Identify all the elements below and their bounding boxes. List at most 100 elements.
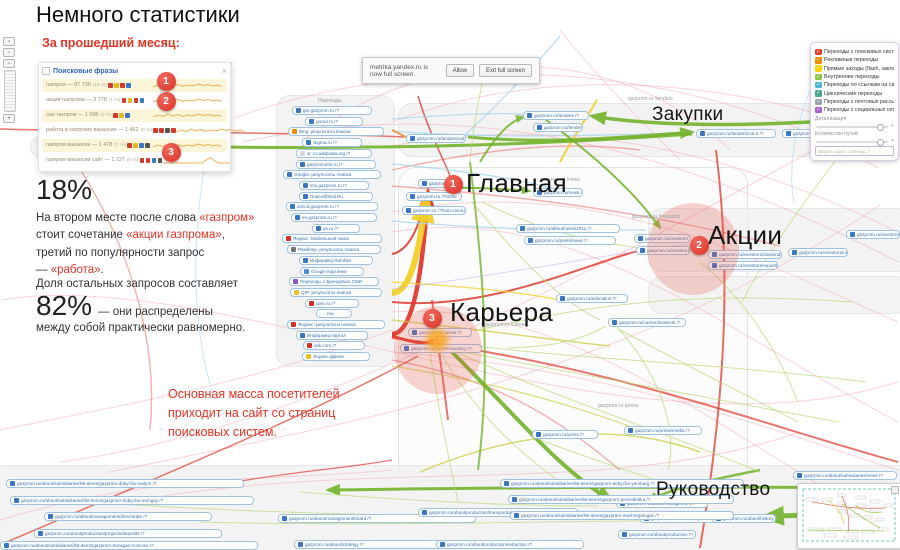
zoom-in-button[interactable]: + xyxy=(3,114,15,123)
graph-node[interactable]: ask.com /? xyxy=(303,341,365,350)
graph-node[interactable]: QIP: результаты поиска xyxy=(290,288,382,297)
phrase-row[interactable]: работа в газпроме вакансии — 1 462(0 %) xyxy=(42,124,245,138)
pan-tool-icon[interactable]: ▫ xyxy=(3,37,15,46)
phrases-checkbox[interactable] xyxy=(42,67,50,75)
legend-item[interactable]: ✓Переходы с социальных сетей xyxy=(815,106,894,114)
graph-node[interactable]: gazprom.ru/about/subsidiaries/list-items… xyxy=(6,479,244,488)
graph-node[interactable]: gazprom.ru/investors/dividends /? xyxy=(708,250,782,259)
graph-node[interactable]: smi.gazprom.ru /? xyxy=(299,181,369,190)
graph-node[interactable]: Информер.Rambler xyxy=(299,256,373,265)
allow-button[interactable]: Allow xyxy=(445,64,474,77)
legend-item[interactable]: ✓Прямые заходы (flash, закладки) xyxy=(815,65,894,72)
graph-node[interactable]: gazprominfo.ru /? xyxy=(296,160,376,169)
graph-node[interactable]: Поиск@Mail.Ru xyxy=(299,192,373,201)
graph-node[interactable]: gazprom.ru/press /? xyxy=(532,430,598,439)
graph-node[interactable]: Информер.портал xyxy=(296,331,368,340)
graph-node[interactable]: ya.ru /? xyxy=(312,224,360,233)
fullscreen-notification-bar: metrika.yandex.ru is now full screen. Al… xyxy=(362,57,540,84)
graph-node[interactable]: Google: результаты поиска xyxy=(283,170,381,179)
overview-minimap[interactable] xyxy=(797,483,900,549)
node-label: gazprom.ru/tenders /? xyxy=(534,113,579,118)
graph-node[interactable]: Nigma.ru /? xyxy=(302,138,362,147)
legend-checkbox[interactable]: ✓ xyxy=(815,81,822,89)
graph-node[interactable]: gorod.ru /? xyxy=(305,117,363,126)
slider-plus-icon[interactable]: + xyxy=(890,123,894,130)
graph-node[interactable]: gazprom.ru/about/production /? xyxy=(618,530,696,539)
select-tool-icon[interactable]: ▫ xyxy=(3,48,15,57)
phrase-row[interactable]: газпром вакансии — 1 478(0 %) xyxy=(42,138,227,152)
zoom-out-button[interactable]: − xyxy=(3,59,15,68)
legend-item[interactable]: ✓Переходы с поисковых систем xyxy=(815,48,894,56)
graph-node[interactable]: gazprom.ru/about/production/projects/dep… xyxy=(34,529,222,538)
graph-node[interactable]: Google Картинки xyxy=(300,267,364,276)
graph-node[interactable]: gazprom.ru/about/production/extraction /… xyxy=(436,540,584,549)
legend-item[interactable]: ✓Внутренние переходы xyxy=(815,73,894,81)
legend-checkbox[interactable]: ✓ xyxy=(815,106,822,114)
graph-node[interactable]: Яндекс: Мобильный поиск xyxy=(282,234,382,243)
legend-item[interactable]: ✓Переходы по ссылкам на сайтах xyxy=(815,81,894,89)
graph-node[interactable]: gazprom.ru/about/news/2011 /? xyxy=(516,224,620,233)
node-label: gazprom.ru/education /? xyxy=(567,296,617,301)
legend-checkbox[interactable]: ✓ xyxy=(815,65,822,72)
graph-node[interactable]: Яндекс.Директ xyxy=(302,352,370,361)
graph-node[interactable]: amica.gazprom.ru /? xyxy=(286,202,378,211)
phrase-row[interactable]: газпром — 87 739(18 %) xyxy=(42,78,227,92)
slider-plus-icon[interactable]: + xyxy=(890,138,894,145)
phrase-row[interactable]: оао газпром — 1 998(0 %) xyxy=(42,108,227,122)
graph-node[interactable]: gazprom.ru/career/vacancy /? xyxy=(400,344,482,353)
graph-node[interactable]: gazprom.ru/press/news /? xyxy=(524,236,616,245)
graph-node[interactable]: gazprom.ru/tenders/cat-1 /? xyxy=(406,134,466,143)
graph-node[interactable]: gazprom.ru/about/subsidiaries/news /? xyxy=(793,471,897,480)
graph-node[interactable]: gazprom.ru/career/students /? xyxy=(608,318,686,327)
phrase-row[interactable]: газпром вакансии сайт — 1 227(0 %) xyxy=(42,154,231,168)
legend-checkbox[interactable]: ✓ xyxy=(815,90,822,97)
slider-track[interactable]: + xyxy=(816,138,894,146)
graph-node[interactable]: Bing: результаты поиска xyxy=(288,127,384,136)
legend-item[interactable]: ✓Рекламные переходы xyxy=(815,57,894,64)
graph-node[interactable]: gazprom.ru/career /? xyxy=(408,328,472,337)
graph-node[interactable]: gazprom.ru/about/subsidiaries/list-items… xyxy=(10,496,254,505)
graph-node[interactable]: gazprom.ru/tenders /? xyxy=(523,111,589,120)
exit-fullscreen-button[interactable]: Exit full screen xyxy=(478,64,532,77)
graph-node[interactable]: Рамблер: результаты поиска xyxy=(287,245,381,254)
paragraph-text: стоит сочетание xyxy=(36,229,123,242)
graph-node[interactable]: gazprom.ru/about/subsidiaries/list-items… xyxy=(0,541,258,550)
legend-checkbox[interactable]: ✓ xyxy=(815,48,822,56)
favicon-icon xyxy=(528,238,533,243)
graph-node[interactable]: gazprom.ru/tenders/cat-2 /? xyxy=(696,129,776,138)
graph-node[interactable]: gazprom.ru/press/media /? xyxy=(624,426,702,435)
graph-node[interactable]: gazprom.ru/about/subsidiaries/list-items… xyxy=(510,511,734,520)
graph-node[interactable]: gazprom.ru/investors/info /? xyxy=(846,230,900,239)
graph-node[interactable]: gazprom.ru/education /? xyxy=(556,294,628,303)
graph-node[interactable]: gm.gazprom.ru /? xyxy=(292,106,372,115)
legend-checkbox[interactable]: ✓ xyxy=(815,98,822,106)
page-filter-input[interactable]: введите адрес страницы ? xyxy=(815,146,894,157)
slider-handle[interactable] xyxy=(877,138,884,146)
graph-node[interactable]: Яндекс: результаты поиска xyxy=(287,320,385,329)
minimap-collapse-icon[interactable] xyxy=(891,486,899,494)
slider-handle[interactable] xyxy=(877,123,884,131)
phrase-row[interactable]: акции газпрома — 3 778(1 %) xyxy=(42,94,227,108)
legend-checkbox[interactable]: ✓ xyxy=(815,73,822,81)
graph-node[interactable]: gazprom.ru/investors/reports /? xyxy=(708,261,778,270)
legend-checkbox[interactable]: ✓ xyxy=(815,57,822,64)
node-label: gazprom.ru/investors/info /? xyxy=(857,232,900,237)
graph-node[interactable]: gazprom.ru/investors/news /? xyxy=(788,248,848,257)
zoom-slider[interactable] xyxy=(4,70,16,112)
graph-node[interactable]: gazprom.ru/about/management/directorate … xyxy=(44,512,212,521)
graph-node[interactable]: gazprom.ru/investors/stock /? xyxy=(636,246,690,255)
graph-node[interactable]: Переходы с Брендовых СМИ xyxy=(289,277,379,286)
slider-track[interactable]: + xyxy=(816,123,894,131)
graph-node[interactable]: gazprom.ru/investors /? xyxy=(634,234,690,243)
favicon-icon xyxy=(295,215,300,220)
graph-node[interactable]: rea xyxy=(316,309,352,318)
graph-node[interactable]: en.gazprom.ru /? xyxy=(291,213,377,222)
graph-node[interactable]: qms.ru /? xyxy=(305,299,359,308)
search-phrases-panel[interactable]: Поисковые фразы × газпром — 87 739(18 %)… xyxy=(38,62,245,172)
legend-item[interactable]: ✓Циклические переходы xyxy=(815,90,894,97)
graph-node[interactable]: gazprom.ru/tenders/list /? xyxy=(533,123,583,132)
graph-node[interactable]: gazprom.ru /?from=menu xyxy=(402,206,466,215)
graph-node[interactable]: w: ru.wikipedia.org /? xyxy=(296,149,372,158)
close-icon[interactable]: × xyxy=(221,65,227,76)
legend-item[interactable]: ✓Переходы с почтовых рассылок xyxy=(815,98,894,106)
